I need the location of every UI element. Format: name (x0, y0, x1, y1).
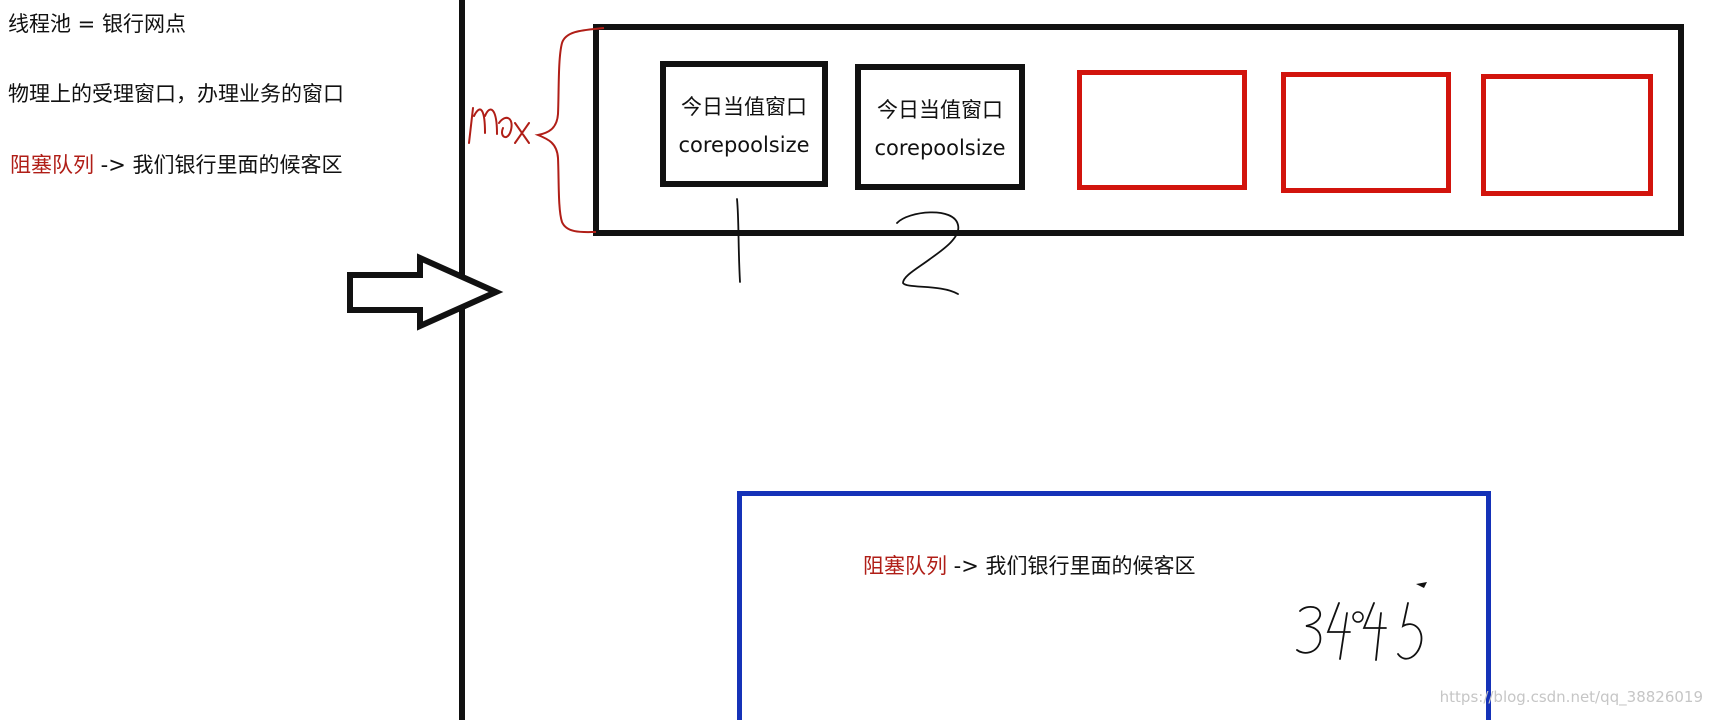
right-arrow-icon (347, 253, 504, 331)
note-blocking-queue-description: -> 我们银行里面的候客区 (94, 153, 343, 177)
core-window-2-title: 今日当值窗口 (877, 98, 1003, 122)
extra-window-3 (1481, 74, 1653, 196)
watermark: https://blog.csdn.net/qq_38826019 (1439, 688, 1703, 706)
queue-label: 阻塞队列 -> 我们银行里面的候客区 (863, 556, 1196, 577)
note-thread-pool-bank: 线程池 = 银行网点 (8, 12, 186, 36)
queue-label-term: 阻塞队列 (863, 554, 947, 578)
max-handwritten-mark (468, 107, 530, 144)
core-window-1-title: 今日当值窗口 (681, 95, 807, 119)
blocking-queue-area (737, 491, 1491, 720)
note-blocking-queue: 阻塞队列 -> 我们银行里面的候客区 (10, 155, 343, 176)
extra-window-2 (1281, 72, 1451, 193)
extra-window-1 (1077, 70, 1247, 190)
core-window-1: 今日当值窗口 corepoolsize (660, 61, 828, 187)
note-blocking-queue-term: 阻塞队列 (10, 153, 94, 177)
vertical-divider (459, 0, 465, 720)
note-physical-windows: 物理上的受理窗口，办理业务的窗口 (8, 82, 344, 106)
queue-label-description: -> 我们银行里面的候客区 (947, 554, 1196, 578)
core-window-2-size: corepoolsize (874, 136, 1006, 160)
core-window-2: 今日当值窗口 corepoolsize (855, 64, 1025, 190)
core-window-1-size: corepoolsize (678, 133, 810, 157)
